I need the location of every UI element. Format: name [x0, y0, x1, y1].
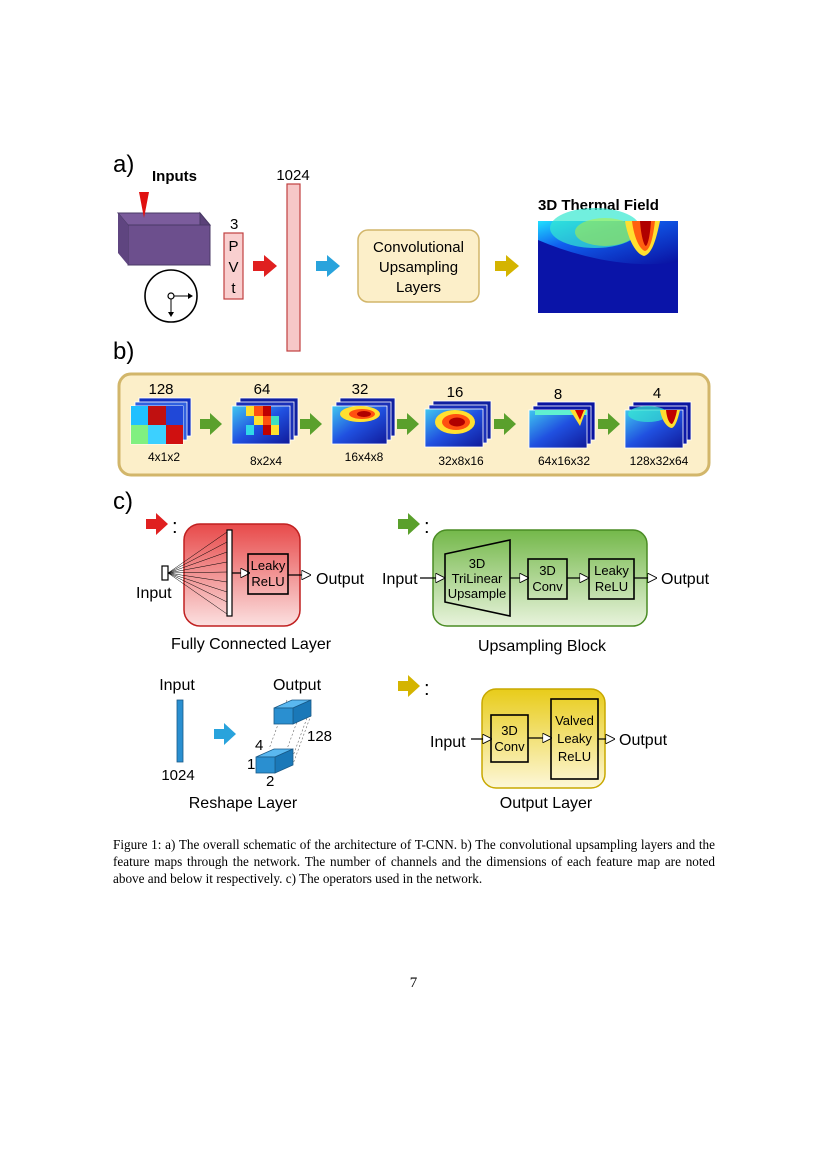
- fc-output-vector: [226, 529, 233, 617]
- stage-dims: 128x32x64: [630, 454, 689, 468]
- fc-arrow-icon: [146, 513, 168, 535]
- reshape-title: Reshape Layer: [189, 795, 298, 812]
- ups-colon: :: [424, 516, 430, 538]
- stage-channels: 128: [148, 381, 173, 398]
- fc-act-line1: Leaky: [251, 558, 286, 573]
- ups-tri-line2: TriLinear: [452, 571, 503, 586]
- conv-upsampling-box: [357, 229, 480, 303]
- out-input-label: Input: [430, 734, 466, 751]
- fc-output-label: Output: [316, 571, 365, 588]
- fc-input-label: Input: [136, 585, 172, 602]
- feature-map-stack: [130, 397, 192, 445]
- conv-box-line3: Layers: [396, 279, 441, 296]
- reshape-dim-2: 2: [266, 773, 274, 790]
- out-act-line2: Leaky: [557, 731, 592, 746]
- upsample-arrow-icon: [397, 413, 419, 435]
- stage-dims: 4x1x2: [148, 450, 180, 464]
- scan-direction-icon: [144, 269, 198, 323]
- fc-size: 1024: [276, 167, 309, 184]
- stage-dims: 16x4x8: [345, 450, 384, 464]
- ups-output-label: Output: [661, 571, 710, 588]
- stage-dims: 8x2x4: [250, 454, 282, 468]
- reshape-arrow-icon: [316, 255, 340, 277]
- ups-conv-box: [527, 558, 568, 600]
- fc-colon: :: [172, 516, 178, 538]
- feature-map-stack: [528, 401, 596, 449]
- stage-channels: 64: [254, 381, 271, 398]
- out-title: Output Layer: [500, 795, 593, 812]
- ups-act-line1: Leaky: [594, 563, 629, 578]
- page-number: 7: [409, 975, 418, 991]
- laser-pointer-icon: [139, 192, 149, 218]
- stage-dims: 32x8x16: [438, 454, 484, 468]
- input-v: V: [228, 259, 238, 276]
- reshape-output-label: Output: [273, 677, 322, 694]
- upsample-arrow-icon: [200, 413, 222, 435]
- ups-tri-line3: Upsample: [448, 586, 507, 601]
- reshape-dim-128: 128: [307, 728, 332, 745]
- ups-conv-line2: Conv: [532, 579, 563, 594]
- out-act-line1: Valved: [555, 713, 594, 728]
- upsample-arrow-icon: [598, 413, 620, 435]
- ups-title: Upsampling Block: [478, 638, 607, 655]
- out-conv-line1: 3D: [501, 723, 518, 738]
- input-t: t: [231, 280, 236, 297]
- feature-map-stack: [424, 400, 492, 448]
- thermal-field-title: 3D Thermal Field: [538, 197, 659, 214]
- part-block-icon: [116, 211, 212, 267]
- stage-channels: 8: [554, 386, 562, 403]
- panel-a-label: a): [113, 151, 134, 178]
- panel-b-label: b): [113, 338, 134, 365]
- fc-connections: [167, 531, 228, 615]
- input-count: 3: [230, 216, 238, 233]
- out-colon: :: [424, 678, 430, 700]
- input-p: P: [228, 238, 238, 255]
- feature-map-stack: [624, 401, 692, 449]
- reshape-dim-4: 4: [255, 737, 263, 754]
- stage-dims: 64x16x32: [538, 454, 590, 468]
- conv-box-line2: Upsampling: [379, 259, 458, 276]
- fc-act-line2: ReLU: [251, 574, 284, 589]
- reshape-input-vector: [176, 699, 184, 763]
- reshape-in-size: 1024: [161, 767, 194, 784]
- fc-activation-box: [247, 553, 289, 595]
- upsample-arrow-icon: [398, 513, 420, 535]
- out-act-line3: ReLU: [558, 749, 591, 764]
- ups-tri-line1: 3D: [469, 556, 486, 571]
- reshape-input-label: Input: [159, 677, 195, 694]
- figure-caption: Figure 1: a) The overall schematic of th…: [113, 837, 715, 886]
- thermal-field-image: [538, 208, 678, 313]
- out-conv-line2: Conv: [494, 739, 525, 754]
- reshape-arrow-icon: [214, 723, 236, 745]
- stage-channels: 16: [447, 384, 464, 401]
- out-output-label: Output: [619, 732, 668, 749]
- fc-arrow-icon: [253, 255, 277, 277]
- inputs-title: Inputs: [152, 168, 197, 185]
- panel-c-label: c): [113, 488, 133, 515]
- feature-map-stack: [331, 397, 396, 445]
- input-vector: [223, 232, 244, 300]
- reshape-output-blocks: [255, 699, 312, 774]
- upsample-arrow-icon: [494, 413, 516, 435]
- reshape-dim-1: 1: [247, 756, 255, 773]
- ups-act-line2: ReLU: [595, 579, 628, 594]
- stage-channels: 32: [352, 381, 369, 398]
- ups-input-label: Input: [382, 571, 418, 588]
- trilinear-upsample-shape: [444, 539, 511, 617]
- feature-map-stack: [231, 397, 299, 445]
- upsample-arrow-icon: [300, 413, 322, 435]
- conv-box-line1: Convolutional: [373, 239, 464, 256]
- ups-conv-line1: 3D: [539, 563, 556, 578]
- output-arrow-icon: [495, 255, 519, 277]
- stage-channels: 4: [653, 385, 661, 402]
- fc-input-node: [161, 565, 169, 581]
- output-arrow-icon: [398, 675, 420, 697]
- fc-layer-vector: [286, 183, 301, 352]
- ups-activation-box: [588, 558, 635, 600]
- fc-title: Fully Connected Layer: [171, 636, 332, 653]
- figure-1: a) Inputs 3 P V t 1024 Convolutional Ups…: [113, 151, 711, 812]
